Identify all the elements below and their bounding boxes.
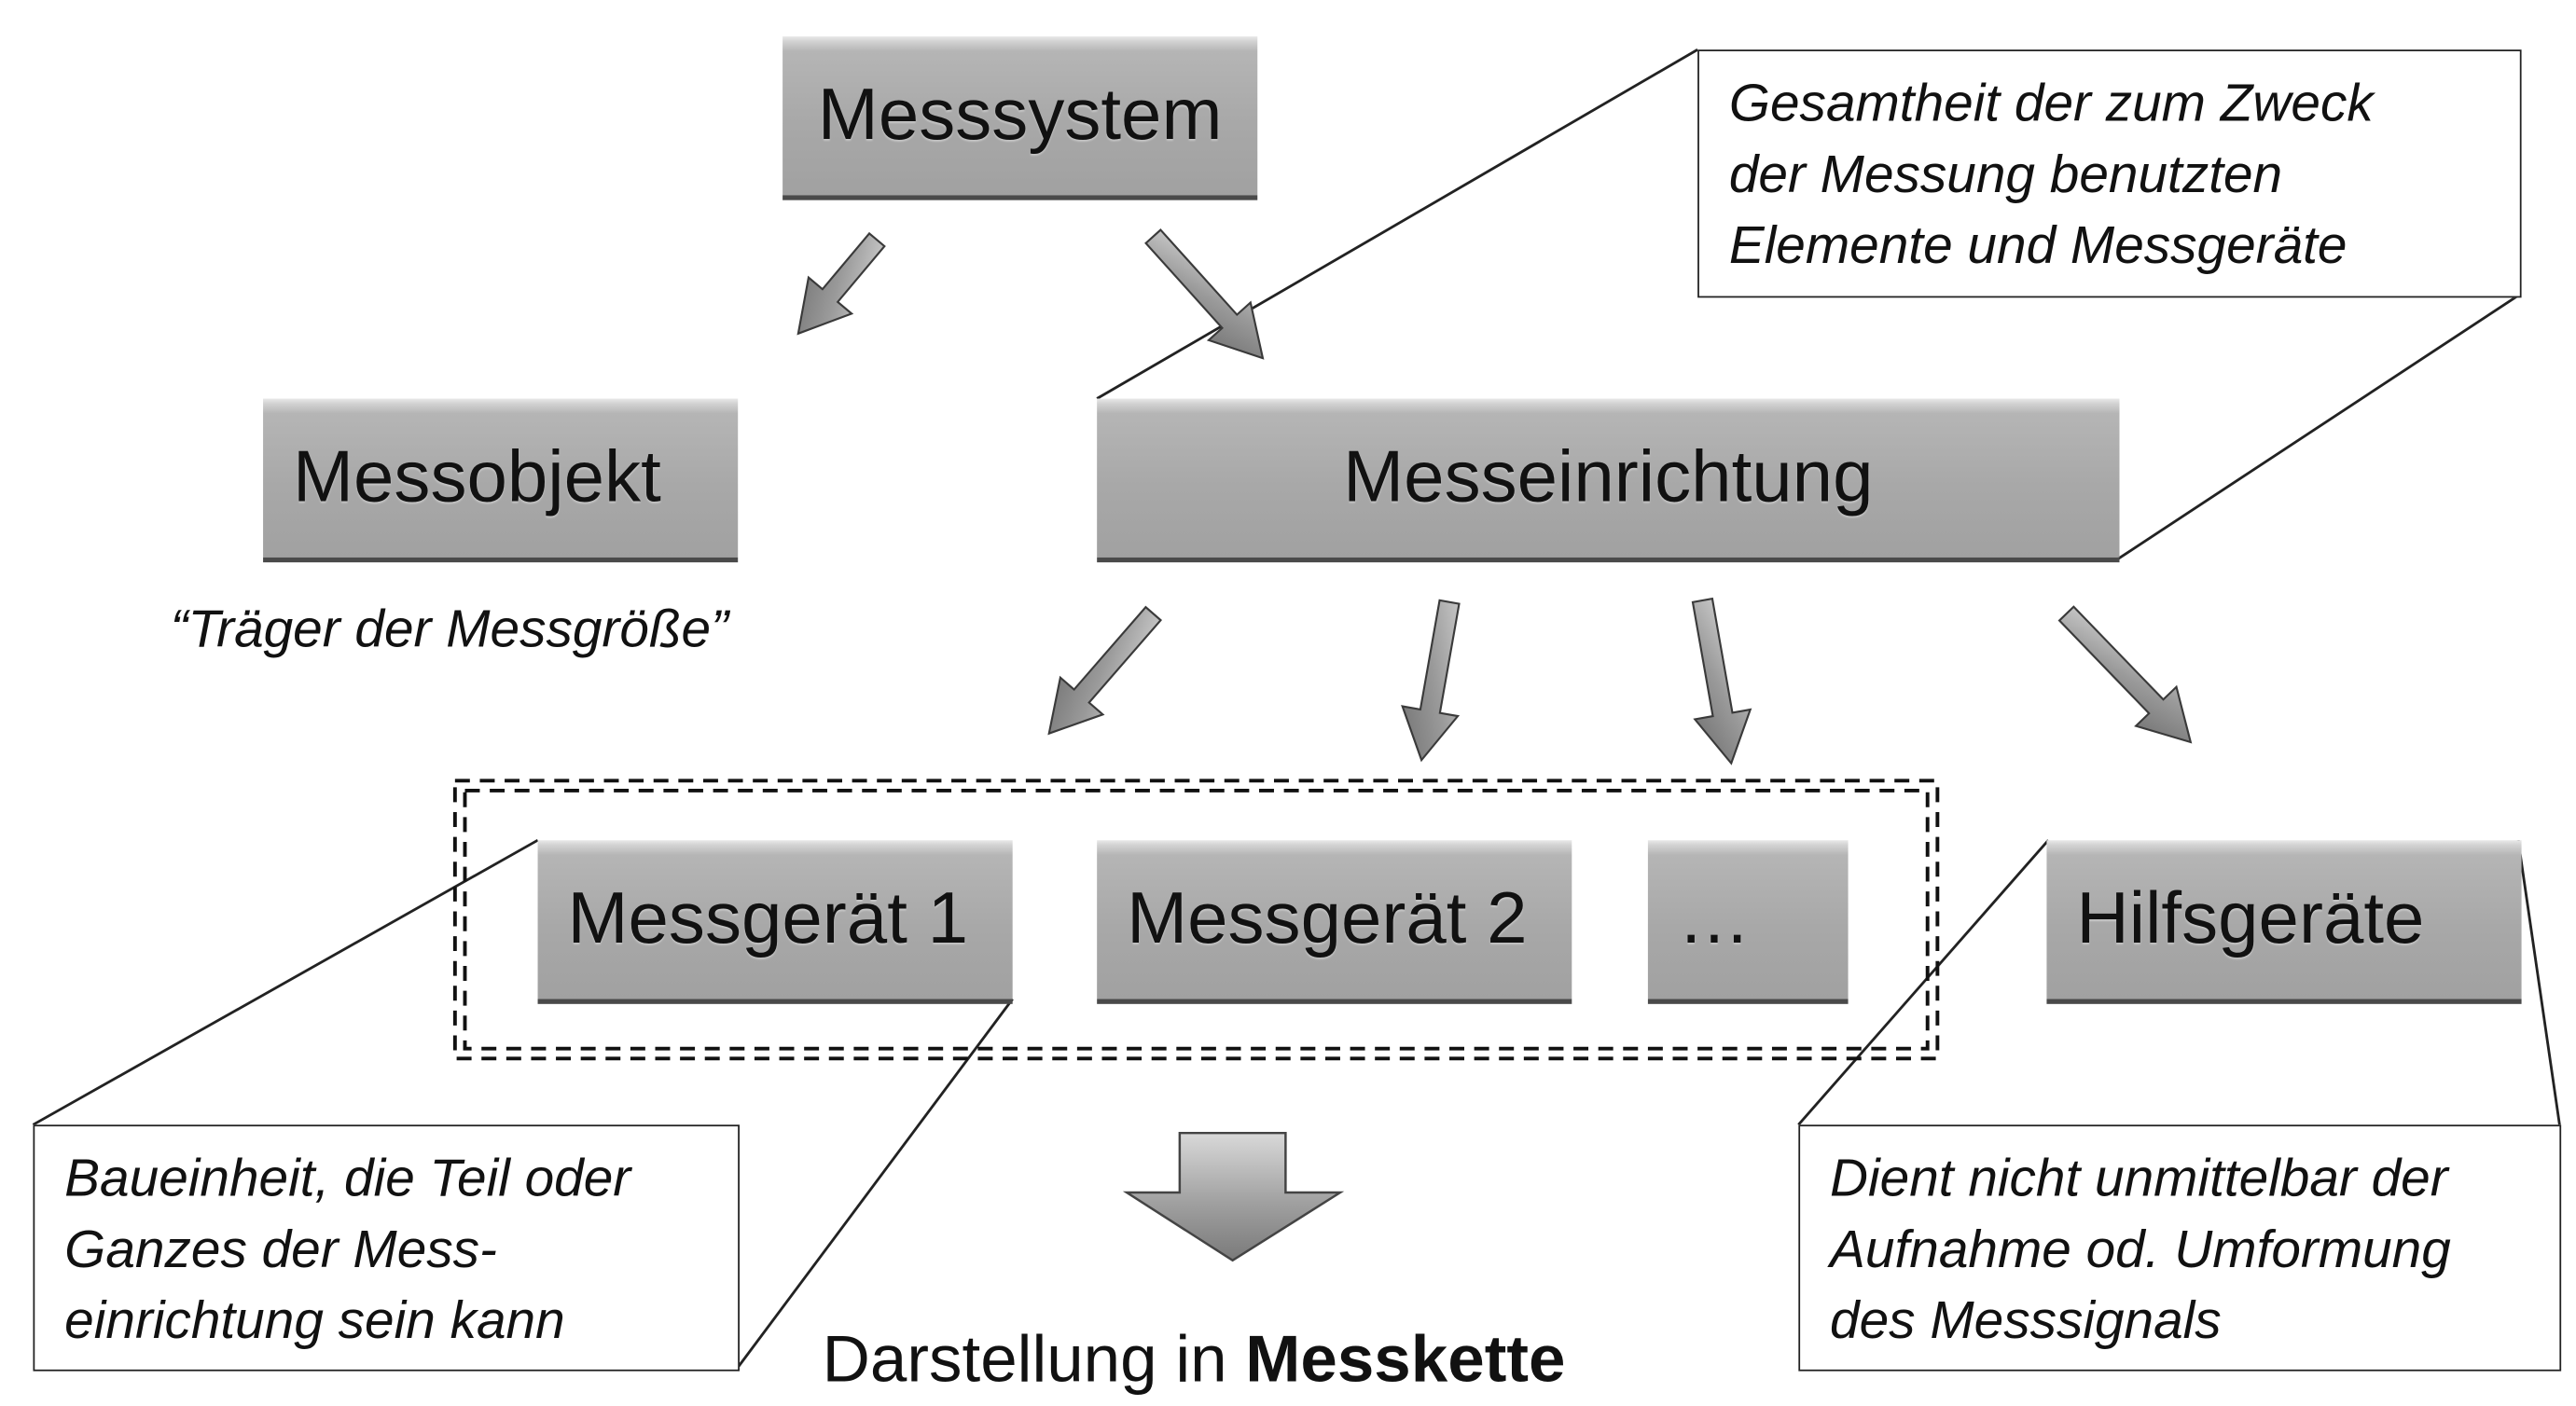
callout-messeinrichtung-line-1: Gesamtheit der zum Zweck	[1728, 73, 2374, 132]
node-hilfsgeraete: Hilfsgeräte	[2046, 840, 2522, 1004]
messgeraete-group-frame-outer	[452, 779, 1940, 1061]
messobjekt-note: “Träger der Messgröße”	[170, 599, 729, 659]
callout-hilfsgeraete-line-2: Aufnahme od. Umformung	[1830, 1219, 2451, 1279]
callout-leader-messeinrichtung-left	[1096, 48, 1698, 400]
arrow-messsystem-to-messobjekt	[796, 231, 886, 336]
callout-messgeraet-line-3: einrichtung sein kann	[64, 1289, 565, 1350]
arrow-messeinrichtung-to-more	[1691, 597, 1752, 765]
messkette-caption-emphasis: Messkette	[1245, 1323, 1566, 1397]
node-messeinrichtung-label: Messeinrichtung	[1343, 436, 1874, 518]
callout-leader-messeinrichtung-right	[2116, 293, 2521, 560]
node-hilfsgeraete-label: Hilfsgeräte	[2076, 877, 2425, 959]
arrow-messeinrichtung-to-messgeraet-2	[1401, 599, 1461, 763]
arrow-messsystem-to-messeinrichtung	[1144, 228, 1265, 360]
node-messobjekt-label: Messobjekt	[292, 436, 661, 518]
callout-leader-hilfsgeraete-left	[1797, 839, 2050, 1126]
callout-messeinrichtung: Gesamtheit der zum Zweck der Messung ben…	[1697, 49, 2522, 298]
callout-messeinrichtung-line-3: Elemente und Messgeräte	[1728, 214, 2347, 275]
node-messsystem: Messsystem	[782, 36, 1258, 200]
node-messeinrichtung: Messeinrichtung	[1097, 398, 2120, 563]
callout-messgeraet-line-1: Baueinheit, die Teil oder	[64, 1148, 631, 1208]
messkette-caption: Darstellung in Messkette	[823, 1323, 1566, 1398]
node-messsystem-label: Messsystem	[817, 74, 1223, 156]
arrow-messeinrichtung-to-hilfsgeraete	[2057, 605, 2193, 744]
node-messgeraet-1: Messgerät 1	[537, 840, 1013, 1004]
arrow-messeinrichtung-to-messgeraet-1	[1047, 605, 1163, 736]
callout-leader-hilfsgeraete-right	[2516, 839, 2561, 1125]
node-messgeraet-2: Messgerät 2	[1097, 840, 1572, 1004]
messgeraete-group-frame-inner	[463, 789, 1930, 1051]
node-messgeraet-2-label: Messgerät 2	[1127, 877, 1528, 959]
callout-messeinrichtung-line-2: der Messung benutzten	[1728, 144, 2283, 204]
callout-messgeraet: Baueinheit, die Teil oder Ganzes der Mes…	[33, 1124, 740, 1372]
callout-hilfsgeraete: Dient nicht unmittelbar der Aufnahme od.…	[1798, 1124, 2562, 1372]
callout-leader-messgeraet-left	[32, 838, 539, 1126]
messkette-down-arrow	[1122, 1131, 1345, 1262]
node-messgeraet-more: …	[1647, 840, 1849, 1004]
callout-leader-messgeraet-right	[735, 998, 1014, 1371]
callout-hilfsgeraete-line-1: Dient nicht unmittelbar der	[1830, 1148, 2448, 1208]
messkette-caption-prefix: Darstellung in	[822, 1323, 1246, 1397]
node-messobjekt: Messobjekt	[263, 398, 739, 563]
node-messgeraet-more-label: …	[1677, 877, 1751, 959]
node-messgeraet-1-label: Messgerät 1	[567, 877, 968, 959]
callout-hilfsgeraete-line-3: des Messsignals	[1830, 1289, 2222, 1350]
callout-messgeraet-line-2: Ganzes der Mess-	[64, 1219, 497, 1279]
